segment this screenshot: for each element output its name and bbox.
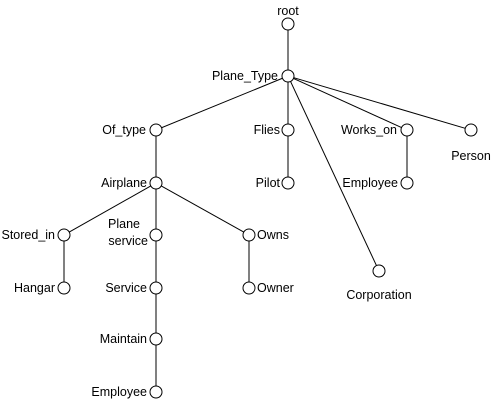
- node-label-works-on: Works_on: [341, 123, 397, 137]
- node-label-airplane: Airplane: [101, 176, 147, 190]
- node-works-on: [400, 123, 414, 137]
- node-stored-in: [57, 228, 71, 242]
- node-label-service: Service: [105, 281, 147, 295]
- node-maintain: [149, 332, 163, 346]
- node-label-owner: Owner: [257, 281, 294, 295]
- node-root: [281, 17, 295, 31]
- edges-layer: [63, 30, 466, 386]
- edge-plane-type-to-works-on: [293, 78, 402, 128]
- node-plane-type: [281, 69, 295, 83]
- node-hangar: [57, 281, 71, 295]
- edge-plane-type-to-person: [293, 77, 466, 129]
- node-label-person: Person: [451, 149, 491, 163]
- node-label-hangar: Hangar: [14, 281, 55, 295]
- node-label-owns: Owns: [257, 228, 289, 242]
- node-airplane: [149, 176, 163, 190]
- node-label-stored-in: Stored_in: [1, 228, 55, 242]
- node-label-employee-1: Employee: [342, 176, 398, 190]
- node-label-of-type: Of_type: [102, 123, 146, 137]
- node-person: [464, 123, 478, 137]
- node-label-plane-service-line1: Plane: [108, 217, 140, 231]
- edge-airplane-to-owns: [160, 185, 245, 233]
- node-owner: [242, 281, 256, 295]
- node-label-flies: Flies: [254, 123, 280, 137]
- node-flies: [281, 123, 295, 137]
- node-employee-1: [400, 176, 414, 190]
- node-label-plane-type: Plane_Type: [212, 69, 278, 83]
- edge-plane-type-to-of-type: [161, 77, 283, 129]
- node-label-maintain: Maintain: [100, 332, 147, 346]
- node-label-plane-service-line2: service: [108, 234, 148, 248]
- node-corporation: [372, 264, 386, 278]
- node-owns: [242, 228, 256, 242]
- node-label-root: root: [277, 4, 299, 18]
- node-pilot: [281, 176, 295, 190]
- node-employee-2: [149, 385, 163, 399]
- node-label-employee-2: Employee: [91, 385, 147, 399]
- node-of-type: [149, 123, 163, 137]
- edge-airplane-to-stored-in: [68, 185, 152, 233]
- node-label-corporation: Corporation: [346, 288, 411, 302]
- labels-layer: root Plane_Type Of_type Flies Works_on P…: [1, 4, 490, 399]
- node-label-pilot: Pilot: [256, 176, 281, 190]
- node-service: [149, 281, 163, 295]
- node-plane-service: [149, 228, 163, 242]
- edge-plane-type-to-corporation: [290, 81, 377, 266]
- nodes-layer: [57, 17, 478, 399]
